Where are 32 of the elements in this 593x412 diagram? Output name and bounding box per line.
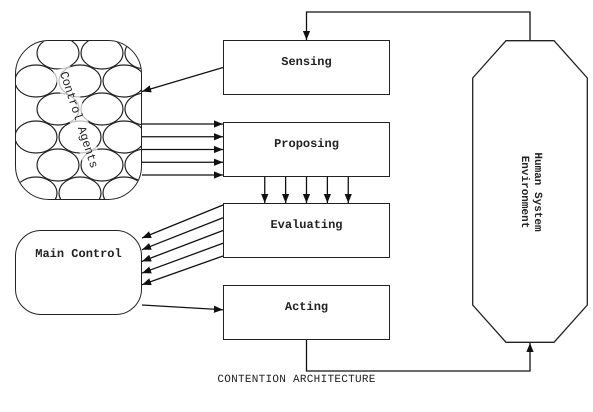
process-box: [223, 40, 390, 95]
node-label: Proposing: [274, 136, 339, 153]
process-box: [223, 122, 390, 177]
arrow: [142, 204, 224, 239]
node-label: Acting: [284, 299, 328, 316]
arrow: [142, 66, 224, 92]
arrow: [261, 177, 268, 203]
caption: CONTENTION ARCHITECTURE: [217, 374, 376, 386]
node-label: Main Control: [35, 247, 122, 261]
arrow: [142, 171, 223, 179]
arrow: [142, 242, 224, 274]
node-label: Sensing: [281, 54, 332, 71]
node-label: Human System Environment: [518, 152, 543, 232]
arrow: [306, 340, 534, 372]
arrow: [142, 146, 223, 154]
arrow: [142, 255, 224, 286]
arrow: [142, 158, 223, 166]
node-label: Evaluating: [270, 217, 342, 234]
arrow: [142, 120, 223, 128]
arrow: [142, 304, 224, 313]
arrow: [142, 230, 224, 262]
arrow: [282, 177, 290, 203]
arrow: [142, 133, 223, 140]
process-box: [223, 285, 390, 340]
arrow: [324, 177, 332, 203]
rounded-box: [15, 230, 142, 315]
arrow: [302, 177, 310, 203]
arrow: [344, 177, 352, 203]
arrow: [302, 11, 531, 40]
octagon-shape: [472, 40, 588, 343]
process-box: [223, 203, 390, 258]
arrow: [142, 217, 224, 250]
